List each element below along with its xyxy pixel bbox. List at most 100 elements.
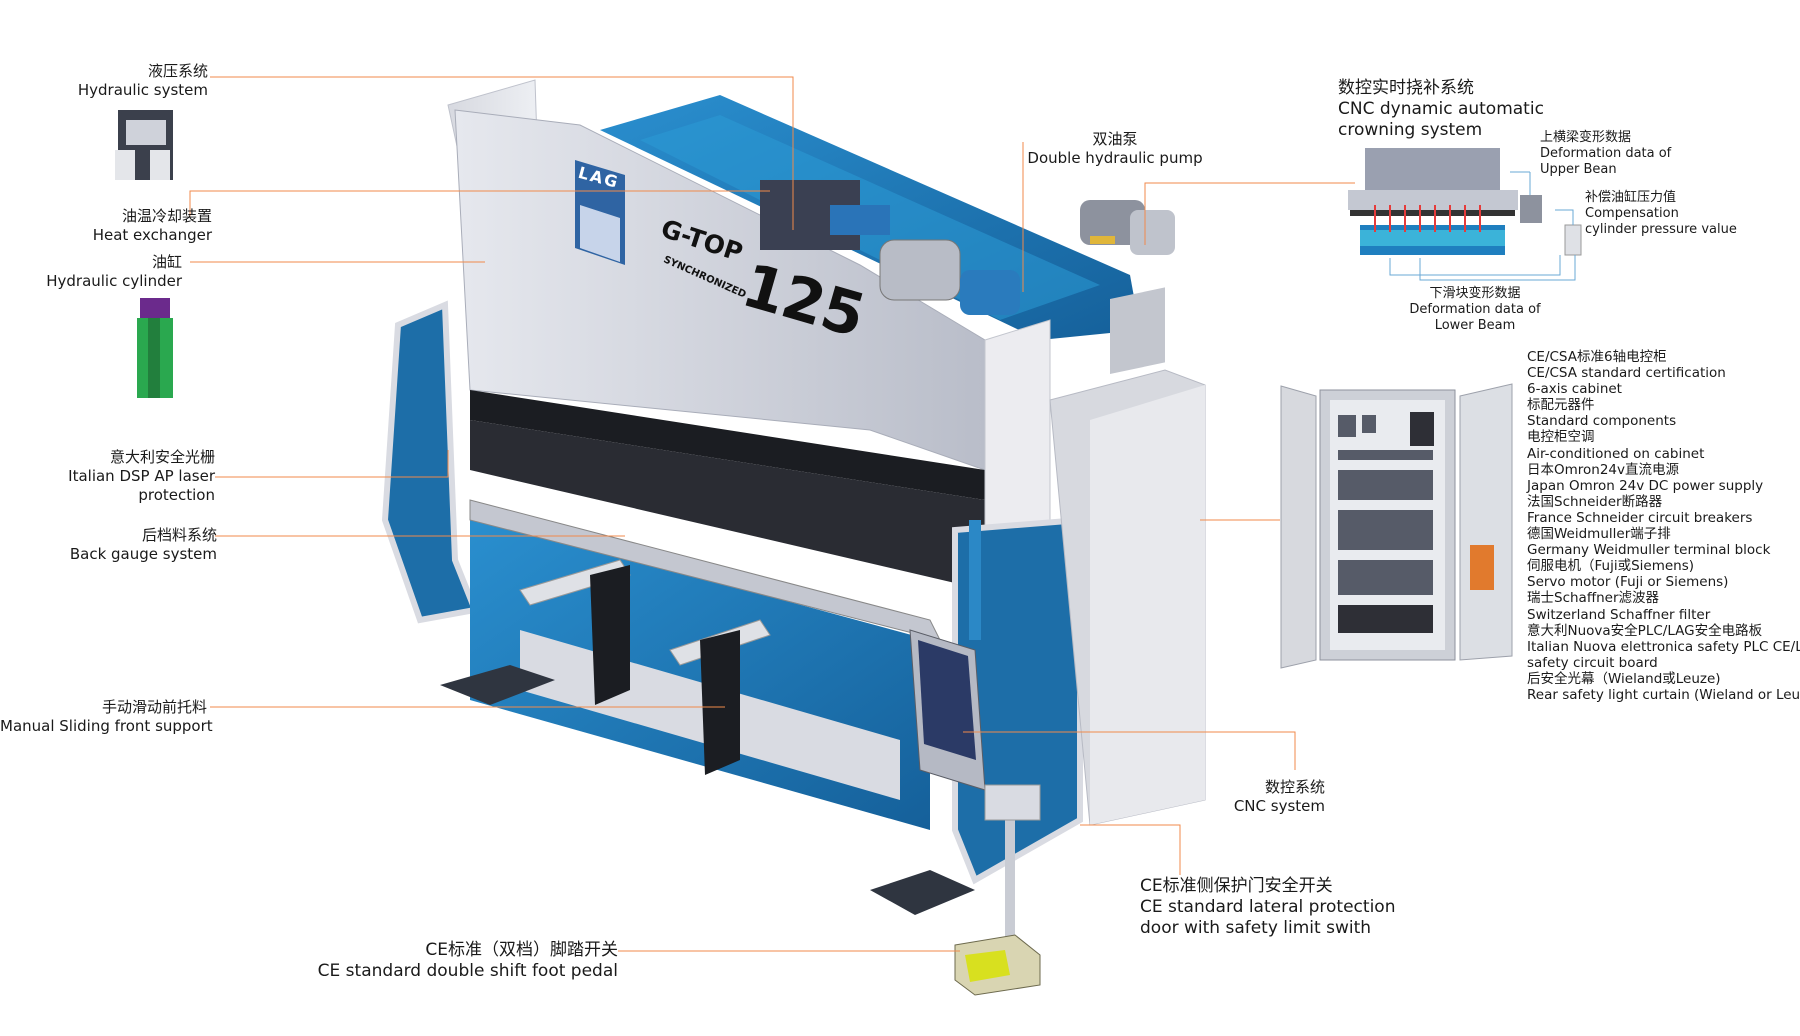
label-hydraulic-system-en: Hydraulic system [77, 81, 208, 99]
cabinet-item: CE/CSA standard certification [1527, 365, 1726, 382]
label-hydraulic-cylinder-zh: 油缸 [151, 253, 182, 271]
lag-logo-stripe [580, 205, 620, 262]
label-hydraulic-system: 液压系统 Hydraulic system [40, 62, 208, 100]
press-brake-machine [381, 79, 1206, 996]
leader-lines [189, 76, 1355, 952]
label-crowning-en1: CNC dynamic automatic [1338, 99, 1544, 119]
cabinet-item: France Schneider circuit breakers [1527, 509, 1753, 526]
cabinet-item: Standard components [1527, 413, 1677, 430]
left-side-guard [381, 300, 480, 624]
label-upper-beam-zh: 上横梁变形数据 [1540, 130, 1632, 145]
label-lower-beam: 下滑块变形数据 Deformation data of Lower Beam [1400, 286, 1550, 334]
crowning-diagram [1348, 148, 1582, 281]
cabinet-item: 法国Schneider断路器 [1527, 493, 1663, 510]
label-laser-protection-en2: protection [138, 486, 215, 504]
cabinet-ac-unit [1470, 545, 1494, 590]
hydraulic-cylinder-thumbnail [137, 298, 173, 398]
cabinet-item: Servo motor (Fuji or Siemens) [1527, 574, 1729, 591]
cabinet-item: Rear safety light curtain (Wieland or Le… [1527, 686, 1800, 703]
label-cnc-system: 数控系统 CNC system [1190, 778, 1325, 816]
leader-hydraulic-system [210, 76, 794, 230]
label-heat-exchanger-en: Heat exchanger [92, 226, 212, 244]
cabinet-item: 标配元器件 [1527, 397, 1595, 414]
label-laser-protection-zh: 意大利安全光栅 [109, 448, 215, 466]
cnc-screen [918, 640, 976, 760]
cabinet-item: 电控柜空调 [1527, 429, 1595, 446]
leader-laser-protection [215, 450, 449, 478]
side-cabinet-front [1090, 385, 1205, 825]
label-laser-protection-en1: Italian DSP AP laser [68, 467, 215, 485]
cabinet-item: Switzerland Schaffner filter [1527, 606, 1711, 623]
electrical-cabinet-open [1280, 383, 1513, 669]
leader-lateral-door [1080, 824, 1181, 875]
label-back-gauge: 后档料系统 Back gauge system [40, 526, 217, 564]
label-double-pump-en: Double hydraulic pump [1027, 149, 1203, 167]
label-compensation-zh: 补偿油缸压力值 [1585, 190, 1677, 205]
label-front-support-en: Manual Sliding front support [0, 717, 213, 735]
cabinet-feature-list: CE/CSA标准6轴电控柜 CE/CSA standard certificat… [1527, 349, 1800, 703]
label-double-pump-zh: 双油泵 [1092, 130, 1138, 148]
leader-heat-exchanger [189, 190, 770, 216]
label-front-support: 手动滑动前托料 Manual Sliding front support [0, 698, 213, 736]
cabinet-item: Italian Nuova elettronica safety PLC CE/… [1527, 638, 1800, 655]
cabinet-item: 后安全光幕（Wieland或Leuze) [1527, 670, 1721, 687]
label-hydraulic-cylinder-en: Hydraulic cylinder [46, 272, 182, 290]
label-heat-exchanger: 油温冷却装置 Heat exchanger [40, 207, 212, 245]
label-compensation: 补偿油缸压力值 Compensation cylinder pressure v… [1585, 190, 1795, 238]
label-back-gauge-en: Back gauge system [69, 545, 217, 563]
front-support-brackets [590, 565, 740, 775]
label-laser-protection: 意大利安全光栅 Italian DSP AP laser protection [40, 448, 215, 505]
label-crowning: 数控实时挠补系统 CNC dynamic automatic crowning … [1338, 78, 1544, 141]
label-compensation-en2: cylinder pressure value [1585, 222, 1737, 237]
cabinet-left-door [1280, 385, 1317, 669]
label-compensation-en1: Compensation [1585, 206, 1679, 221]
cabinet-item: 德国Weidmuller端子排 [1527, 526, 1671, 543]
foot-pedal-pad [965, 950, 1010, 982]
cabinet-item: Air-conditioned on cabinet [1527, 445, 1705, 462]
pump-unit [960, 270, 1020, 315]
label-foot-pedal-zh: CE标准（双档）脚踏开关 [425, 940, 618, 960]
leader-cnc [963, 731, 1296, 770]
label-lower-beam-zh: 下滑块变形数据 [1429, 286, 1521, 301]
label-lateral-door-en2: door with safety limit swith [1140, 918, 1372, 938]
label-upper-beam-en2: Upper Bean [1540, 162, 1617, 177]
cabinet-item: 意大利Nuova安全PLC/LAG安全电路板 [1527, 622, 1763, 639]
cabinet-item: 日本Omron24v直流电源 [1527, 461, 1680, 478]
cabinet-item: Germany Weidmuller terminal block [1527, 542, 1771, 559]
label-hydraulic-system-zh: 液压系统 [147, 62, 208, 80]
label-double-pump: 双油泵 Double hydraulic pump [1010, 130, 1220, 168]
label-upper-beam: 上横梁变形数据 Deformation data of Upper Bean [1540, 130, 1690, 178]
cabinet-components [1338, 412, 1434, 633]
pedal-top-box [984, 784, 1041, 821]
cabinet-right-door [1459, 383, 1513, 661]
label-lateral-door: CE标准侧保护门安全开关 CE standard lateral protect… [1140, 876, 1420, 939]
label-cnc-system-zh: 数控系统 [1264, 778, 1325, 796]
double-pump-thumbnail [1080, 200, 1175, 255]
label-cnc-system-en: CNC system [1233, 797, 1325, 815]
cabinet-item: Japan Omron 24v DC power supply [1527, 477, 1764, 494]
cabinet-item: 瑞士Schaffner滤波器 [1527, 590, 1660, 607]
label-foot-pedal-en: CE standard double shift foot pedal [317, 961, 618, 981]
label-crowning-zh: 数控实时挠补系统 [1338, 78, 1474, 98]
cabinet-item: 6-axis cabinet [1527, 381, 1622, 398]
left-foot [440, 665, 555, 705]
label-lower-beam-en1: Deformation data of [1409, 302, 1541, 317]
upper-tooling-row [470, 390, 985, 590]
label-lateral-door-zh: CE标准侧保护门安全开关 [1140, 876, 1333, 896]
cabinet-item: safety circuit board [1527, 654, 1658, 671]
hydraulic-valve [830, 205, 890, 235]
right-foot [870, 870, 975, 915]
label-front-support-zh: 手动滑动前托料 [101, 698, 207, 716]
cabinet-item: 伺服电机（Fuji或Siemens) [1527, 558, 1695, 575]
label-upper-beam-en1: Deformation data of [1540, 146, 1672, 161]
hydraulic-system-thumbnail [115, 110, 173, 180]
label-crowning-en2: crowning system [1338, 120, 1483, 140]
label-hydraulic-cylinder: 油缸 Hydraulic cylinder [40, 253, 182, 291]
label-heat-exchanger-zh: 油温冷却装置 [121, 207, 212, 225]
label-lateral-door-en1: CE standard lateral protection [1140, 897, 1396, 917]
label-lower-beam-en2: Lower Beam [1434, 318, 1516, 333]
pump-motor [879, 239, 961, 301]
cabinet-item: CE/CSA标准6轴电控柜 [1527, 349, 1667, 365]
